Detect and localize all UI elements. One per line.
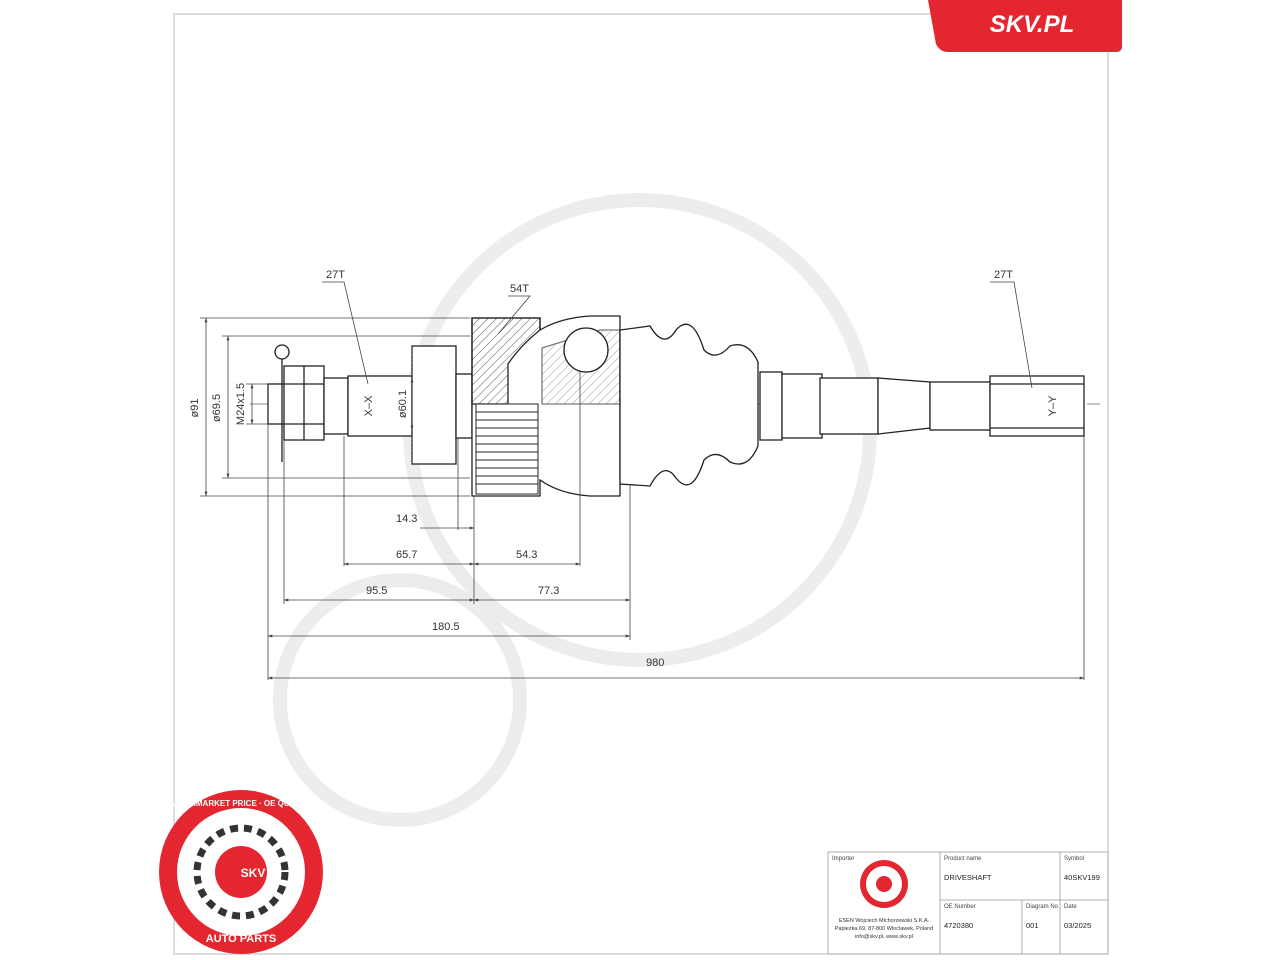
label-77-3: 77.3 xyxy=(538,585,559,597)
label-d60-1: ø60.1 xyxy=(397,390,409,418)
label-section-x: X–X xyxy=(363,395,375,416)
label-d69-5: ø69.5 xyxy=(211,394,223,422)
cv-section-hatch xyxy=(471,317,541,405)
dimension-labels: 27T 54T 27T ø91 ø69.5 M24x1.5 X–X ø60.1 … xyxy=(189,269,1059,669)
diagram-no-label: Diagram No xyxy=(1026,904,1059,910)
cv-boot xyxy=(619,323,759,487)
dimension-lines xyxy=(200,281,1085,680)
skv-auto-parts-badge: SKV AFTERMARKET PRICE · OE QUALITY AUTO … xyxy=(159,790,323,954)
oe-number-label: OE Number xyxy=(944,904,976,910)
label-54t: 54T xyxy=(510,283,529,295)
importer-line-3: info@skv.pl, www.skv.pl xyxy=(855,934,913,940)
label-d91: ø91 xyxy=(189,399,201,418)
abs-ring xyxy=(475,403,539,495)
watermark-gear xyxy=(273,193,877,827)
cotter-pin xyxy=(274,344,290,360)
badge-center-text: SKV xyxy=(241,866,266,880)
label-65-7: 65.7 xyxy=(396,549,417,561)
badge-bottom-text: AUTO PARTS xyxy=(206,933,277,945)
brand-site-text: SKV.PL xyxy=(990,11,1074,38)
product-name-label: Product name xyxy=(944,856,982,862)
diagram-no-value: 001 xyxy=(1026,921,1039,930)
importer-line-2: Papiezka 69, 87-800 Wloclawek, Poland xyxy=(835,926,933,932)
label-14-3: 14.3 xyxy=(396,513,417,525)
symbol-label: Symbol xyxy=(1064,856,1084,862)
product-name-value: DRIVESHAFT xyxy=(944,873,992,882)
symbol-value: 40SKV199 xyxy=(1064,873,1100,882)
importer-mini-badge xyxy=(860,860,908,908)
label-thread: M24x1.5 xyxy=(235,383,247,425)
driveshaft-outline xyxy=(267,315,1085,497)
label-section-y: Y–Y xyxy=(1047,395,1059,416)
inner-shaft xyxy=(781,373,823,439)
title-block: Importer ESEN Wojciech Michorzewski S.K.… xyxy=(827,851,1109,955)
brand-tab: SKV.PL xyxy=(928,0,1122,52)
date-label: Date xyxy=(1064,904,1077,910)
importer-line-1: ESEN Wojciech Michorzewski S.K.A. xyxy=(839,918,930,924)
label-180-5: 180.5 xyxy=(432,621,460,633)
importer-label: Importer xyxy=(832,856,854,862)
outer-spline-shaft xyxy=(323,377,349,435)
label-27t-right: 27T xyxy=(994,269,1013,281)
date-value: 03/2025 xyxy=(1064,921,1091,930)
label-95-5: 95.5 xyxy=(366,585,387,597)
label-54-3: 54.3 xyxy=(516,549,537,561)
oe-number-value: 4720380 xyxy=(944,921,973,930)
cv-ball xyxy=(563,327,609,373)
label-980: 980 xyxy=(646,657,664,669)
label-27t-left: 27T xyxy=(326,269,345,281)
badge-ring-text: AFTERMARKET PRICE · OE QUALITY xyxy=(169,799,313,808)
inner-spline xyxy=(989,375,1085,437)
drawing-frame xyxy=(173,13,1109,955)
boot-clamp xyxy=(759,371,783,441)
